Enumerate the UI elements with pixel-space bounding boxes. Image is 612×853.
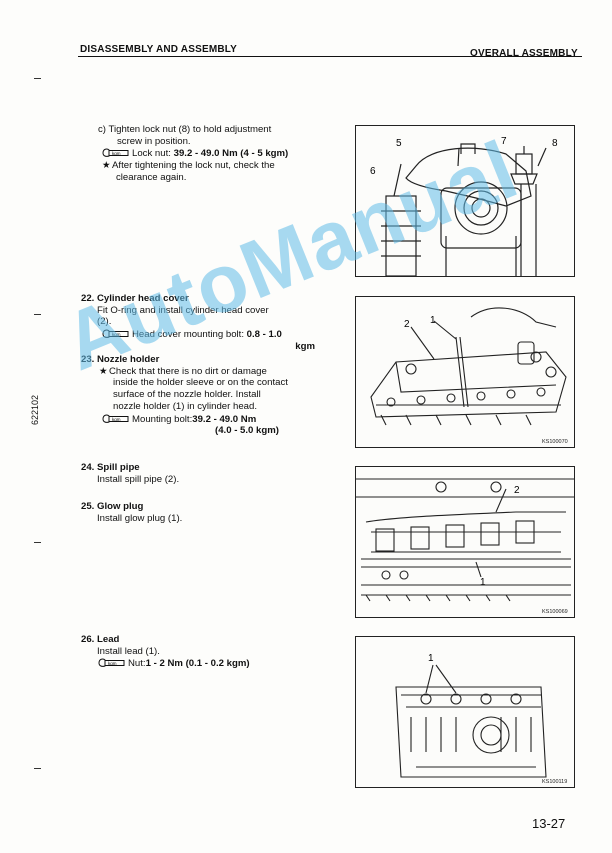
text-line: Install spill pipe (2). (97, 473, 180, 485)
torque-value: 39.2 - 49.0 Nm (4 - 5 kgm) (173, 148, 289, 160)
margin-mark (34, 314, 41, 316)
callout-6: 6 (370, 166, 376, 177)
torque-value: 0.8 - 1.0 (246, 329, 282, 341)
note-line: ★Check that there is no dirt or damage (99, 365, 267, 377)
text-line: Install glow plug (1). (97, 512, 183, 524)
figure-spill-pipe: 2 1 KS100069 (355, 466, 575, 618)
torque-wrench-icon: kgm (102, 148, 129, 158)
torque-spec: kgm Nut:1 - 2 Nm (0.1 - 0.2 kgm) (81, 657, 315, 670)
torque-spec: kgm Lock nut: 39.2 - 49.0 Nm (4 - 5 kgm) (98, 147, 316, 160)
note-line: ★After tightening the lock nut, check th… (102, 160, 275, 172)
star-icon: ★ (102, 160, 111, 172)
text-line: Install lead (1). (97, 645, 160, 657)
margin-mark (34, 78, 41, 80)
header-rule (78, 56, 582, 58)
star-icon: ★ (99, 365, 108, 377)
svg-text:kgm: kgm (112, 151, 121, 156)
torque-label: Mounting bolt: (132, 413, 193, 425)
head-cover-illustration: 2 1 KS100070 (370, 307, 568, 445)
torque-spec: kgm Mounting bolt:39.2 - 49.0 Nm (81, 413, 315, 426)
step-title: 24. Spill pipe (81, 462, 140, 473)
spill-pipe-illustration: 2 1 KS100069 (356, 478, 574, 615)
lead-illustration: 1 KS100119 (395, 653, 567, 785)
margin-mark (34, 542, 41, 544)
step-title: 22. Cylinder head cover (81, 293, 189, 304)
note-line: surface of the nozzle holder. Install (113, 389, 261, 401)
text-line: screw in position. (117, 135, 191, 147)
margin-mark (34, 768, 41, 770)
callout-1: 1 (480, 577, 486, 588)
rocker-arm-illustration: 5 6 7 8 (370, 136, 558, 276)
header-section-title: DISASSEMBLY AND ASSEMBLY (80, 44, 238, 55)
note-line: clearance again. (116, 171, 187, 183)
callout-2: 2 (404, 319, 410, 330)
step-23: 23. Nozzle holder ★Check that there is n… (81, 354, 315, 437)
section-c: c) Tighten lock nut (8) to hold adjustme… (98, 124, 316, 184)
step-25: 25. Glow plug Install glow plug (1). (81, 501, 311, 524)
torque-label: Nut: (128, 658, 146, 670)
figure-lead: 1 KS100119 (355, 636, 575, 788)
callout-8: 8 (552, 138, 558, 149)
step-24: 24. Spill pipe Install spill pipe (2). (81, 462, 311, 485)
torque-value: 39.2 - 49.0 Nm (192, 413, 257, 425)
step-22: 22. Cylinder head cover Fit O-ring and i… (81, 293, 315, 353)
text-line: c) Tighten lock nut (8) to hold adjustme… (98, 124, 272, 135)
callout-1: 1 (430, 315, 436, 326)
callout-2: 2 (514, 485, 520, 496)
note-line: nozzle holder (1) in cylinder head. (113, 400, 257, 412)
step-title: 25. Glow plug (81, 501, 144, 512)
torque-wrench-icon: kgm (102, 414, 129, 423)
svg-text:kgm: kgm (112, 332, 121, 337)
torque-wrench-icon: kgm (102, 329, 129, 338)
text-line: (2). (97, 316, 112, 328)
torque-spec: kgm Head cover mounting bolt: 0.8 - 1.0 (81, 328, 315, 341)
callout-7: 7 (501, 136, 507, 147)
side-document-code: 622102 (30, 394, 40, 425)
step-26: 26. Lead Install lead (1). kgm Nut:1 - 2 … (81, 634, 315, 670)
torque-wrench-icon: kgm (98, 658, 125, 668)
step-title: 23. Nozzle holder (81, 354, 160, 365)
torque-value-kgm: (4.0 - 5.0 kgm) (215, 425, 279, 437)
figure-rocker-arm: 5 6 7 8 (355, 125, 575, 277)
callout-5: 5 (396, 138, 402, 149)
torque-label: Lock nut: (132, 148, 174, 160)
torque-value: 1 - 2 Nm (0.1 - 0.2 kgm) (145, 658, 250, 670)
figure-head-cover: 2 1 KS100070 (355, 296, 575, 448)
figure-code: KS100119 (542, 779, 567, 785)
torque-label: Head cover mounting bolt: (132, 329, 247, 341)
note-line: inside the holder sleeve or on the conta… (113, 377, 288, 389)
torque-value-unit: kgm (295, 340, 315, 352)
svg-text:kgm: kgm (108, 661, 117, 666)
callout-1: 1 (428, 653, 434, 664)
page-number: 13-27 (532, 816, 566, 831)
step-title: 26. Lead (81, 634, 120, 645)
svg-text:kgm: kgm (112, 416, 121, 421)
figure-code: KS100069 (542, 609, 568, 615)
figure-code: KS100070 (542, 439, 568, 445)
text-line: Fit O-ring and install cylinder head cov… (97, 304, 269, 316)
header-chapter-title: OVERALL ASSEMBLY (470, 48, 578, 59)
